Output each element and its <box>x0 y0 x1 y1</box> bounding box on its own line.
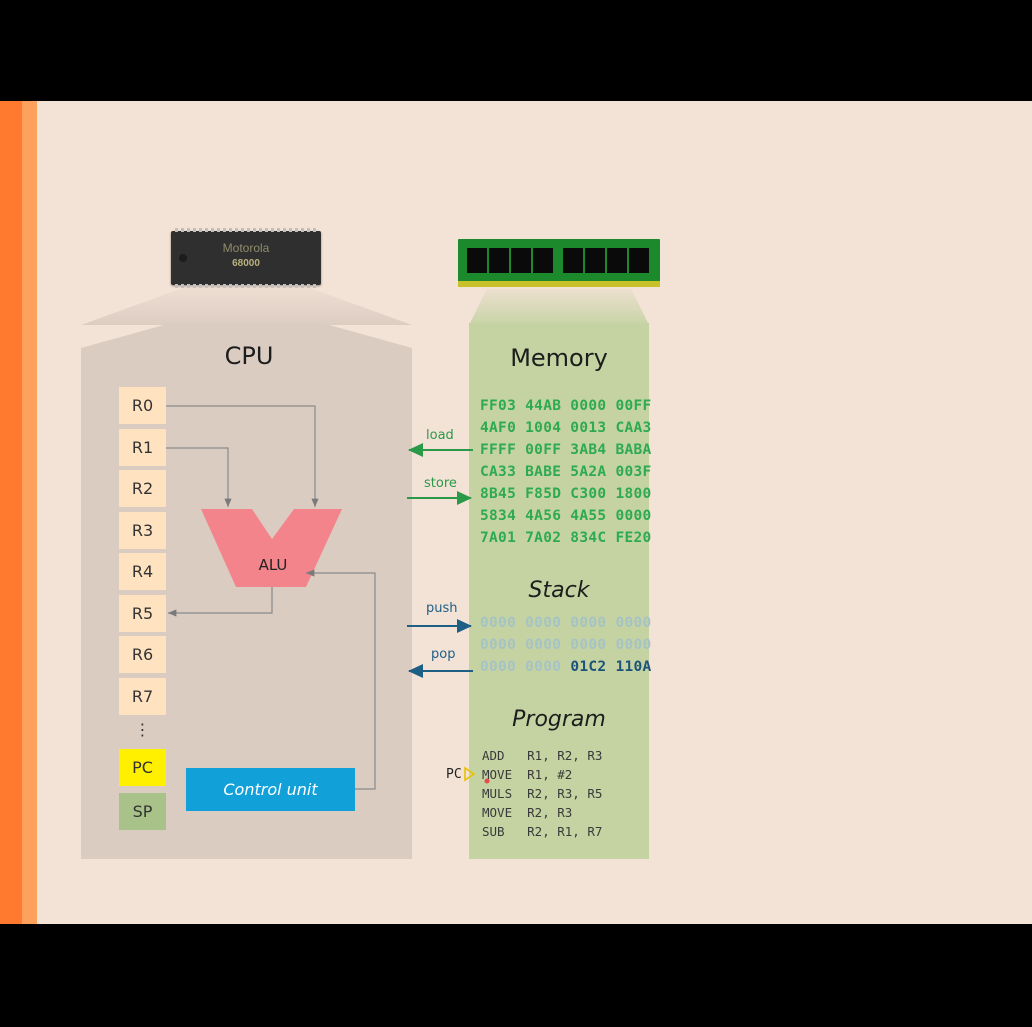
memory-panel-beam <box>469 289 649 325</box>
control-unit: Control unit <box>186 768 355 811</box>
memory-row: 8B45 F85D C300 1800 <box>480 486 652 502</box>
alu-shape <box>201 509 342 587</box>
program-pc-label: PC <box>446 767 462 782</box>
memory-title: Memory <box>510 344 608 372</box>
register-sp: SP <box>119 793 166 830</box>
stack-title: Stack <box>528 578 590 603</box>
program-line: ADD R1, R2, R3 <box>482 748 603 763</box>
wiring-layer <box>166 405 490 790</box>
cpu-title: CPU <box>224 342 274 370</box>
program-line: MOVE R1, #2 <box>482 767 573 782</box>
wire-r0-to-alu <box>166 405 319 507</box>
wire-control-to-alu <box>306 569 376 790</box>
cpu-chip-icon: Motorola 68000 <box>171 228 321 288</box>
register-r5: R5 <box>119 595 166 632</box>
register-r7: R7 <box>119 678 166 715</box>
memory-row: 5834 4A56 4A55 0000 <box>480 508 652 524</box>
pc-pointer-icon <box>464 766 476 782</box>
program-line: SUB R2, R1, R7 <box>482 824 603 839</box>
stack-row: 0000 0000 0000 0000 <box>480 615 652 631</box>
left-stripe-dark <box>0 101 22 924</box>
memory-row: 7A01 7A02 834C FE20 <box>480 530 652 546</box>
cursor-dot <box>484 778 490 784</box>
memory-row: 4AF0 1004 0013 CAA3 <box>480 420 652 436</box>
stack-row-values: 01C2 110A <box>570 659 652 675</box>
register-r1: R1 <box>119 429 166 466</box>
register-pc: PC <box>119 749 166 786</box>
stack-row-empty: 0000 0000 <box>480 659 562 675</box>
register-r3: R3 <box>119 512 166 549</box>
wire-alu-to-r5 <box>168 587 273 617</box>
register-r4: R4 <box>119 553 166 590</box>
chip-brand: Motorola <box>222 241 270 255</box>
alu-label: ALU <box>258 556 288 574</box>
pop-label: pop <box>431 647 456 662</box>
register-r0: R0 <box>119 387 166 424</box>
load-label: load <box>426 428 454 443</box>
memory-row: CA33 BABE 5A2A 003F <box>480 464 652 480</box>
memory-row: FF03 44AB 0000 00FF <box>480 398 652 414</box>
program-line: MULS R2, R3, R5 <box>482 786 603 801</box>
left-stripe-light <box>22 101 37 924</box>
program-line: MOVE R2, R3 <box>482 805 573 820</box>
wire-r1-to-alu <box>166 447 232 507</box>
program-title: Program <box>512 707 606 732</box>
diagram-canvas: Motorola 68000 <box>0 101 1032 924</box>
stack-row: 0000 0000 01C2 110A <box>480 659 652 675</box>
store-label: store <box>424 476 457 491</box>
memory-panel <box>469 323 649 859</box>
register-r6: R6 <box>119 636 166 673</box>
register-ellipsis: ⋮ <box>134 720 151 739</box>
stack-row: 0000 0000 0000 0000 <box>480 637 652 653</box>
chip-model: 68000 <box>232 258 260 269</box>
register-r2: R2 <box>119 470 166 507</box>
memory-row: FFFF 00FF 3AB4 BABA <box>480 442 652 458</box>
ram-module-icon <box>458 239 660 287</box>
push-label: push <box>426 601 458 616</box>
